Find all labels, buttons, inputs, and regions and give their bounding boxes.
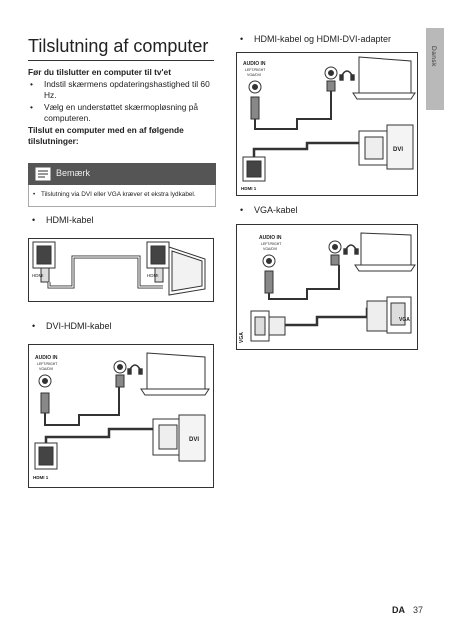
option-vga-label: VGA-kabel bbox=[240, 205, 297, 215]
connect-intro: Tilslut en computer med en af følgende t… bbox=[28, 124, 184, 147]
laptop-icon bbox=[168, 246, 206, 296]
audio-in-label: AUDIO IN bbox=[243, 61, 266, 67]
audio-in-sub1: LEFT/RIGHT bbox=[245, 68, 266, 72]
vga-label-right: VGA bbox=[399, 317, 410, 323]
audio-jack-right bbox=[324, 66, 338, 92]
figure-hdmi-dvi: AUDIO IN LEFT/RIGHT VGA/DVI DVI bbox=[236, 52, 418, 196]
page-title: Tilslutning af computer bbox=[28, 36, 209, 56]
note-label: Bemærk bbox=[56, 168, 91, 178]
vga-label-left: VGA bbox=[239, 332, 245, 343]
audio-in-sub1: LEFT/RIGHT bbox=[37, 362, 58, 366]
audio-jack-left bbox=[248, 80, 332, 130]
headphone-icon bbox=[339, 70, 355, 81]
step-item: Indstil skærmens opdateringshastighed ti… bbox=[28, 79, 216, 102]
vga-diagram: AUDIO IN LEFT/RIGHT VGA/DVI bbox=[239, 232, 416, 343]
audio-in-label: AUDIO IN bbox=[259, 235, 282, 241]
dvi-connector bbox=[152, 414, 206, 462]
footer: DA 37 bbox=[392, 605, 423, 615]
intro-section: Før du tilslutter en computer til tv'et … bbox=[28, 67, 216, 148]
hdmi-plug-right bbox=[146, 241, 170, 283]
hdmi-label-right: HDMI bbox=[147, 273, 159, 278]
figure-vga: AUDIO IN LEFT/RIGHT VGA/DVI bbox=[236, 224, 418, 350]
dvi-label: DVI bbox=[189, 437, 199, 443]
laptop-icon bbox=[140, 352, 210, 396]
hdmi-plug-left bbox=[32, 241, 56, 283]
option-hdmi-dvi-label: HDMI-kabel og HDMI-DVI-adapter bbox=[240, 34, 391, 44]
hdmi1-label: HDMI 1 bbox=[33, 475, 49, 480]
headphone-icon bbox=[127, 364, 143, 375]
vga-connector-left bbox=[250, 310, 286, 342]
note-box: Tilslutning via DVI eller VGA kræver et … bbox=[28, 185, 216, 207]
audio-in-sub2: VGA/DVI bbox=[39, 367, 53, 371]
figure-dvi-hdmi: AUDIO IN LEFT/RIGHT VGA/DVI DVI bbox=[28, 344, 214, 488]
intro-heading: Før du tilslutter en computer til tv'et bbox=[28, 67, 171, 77]
language-tab: Dansk bbox=[426, 28, 444, 110]
audio-in-sub1: LEFT/RIGHT bbox=[261, 242, 282, 246]
audio-jack-right bbox=[328, 240, 342, 266]
hdmi-label-left: HDMI bbox=[32, 273, 44, 278]
option-hdmi-label: HDMI-kabel bbox=[32, 215, 93, 225]
audio-jack-right bbox=[113, 360, 127, 388]
hdmi-plug-bottom bbox=[34, 442, 58, 470]
hdmi-plug-bottom bbox=[242, 156, 266, 182]
dvi-label: DVI bbox=[393, 147, 403, 153]
note-icon bbox=[35, 167, 51, 181]
laptop-icon bbox=[352, 56, 416, 100]
steps-list: Indstil skærmens opdateringshastighed ti… bbox=[28, 79, 216, 125]
step-item: Vælg en understøttet skærmopløsning på c… bbox=[28, 102, 216, 125]
dvi-connector bbox=[358, 124, 414, 170]
page-number: 37 bbox=[413, 605, 424, 615]
footer-lang: DA bbox=[392, 605, 405, 615]
note-header: Bemærk bbox=[28, 163, 216, 185]
language-tab-label: Dansk bbox=[430, 46, 437, 67]
headphone-icon bbox=[343, 244, 359, 255]
audio-jack-left bbox=[38, 374, 120, 426]
figure-hdmi: HDMI HDMI bbox=[28, 238, 214, 302]
dvi-hdmi-diagram: AUDIO IN LEFT/RIGHT VGA/DVI DVI bbox=[33, 352, 210, 480]
option-dvi-hdmi-label: DVI-HDMI-kabel bbox=[32, 321, 111, 331]
hdmi-dvi-diagram: AUDIO IN LEFT/RIGHT VGA/DVI DVI bbox=[241, 56, 416, 191]
note-text: Tilslutning via DVI eller VGA kræver et … bbox=[33, 191, 196, 198]
audio-in-sub2: VGA/DVI bbox=[247, 73, 261, 77]
laptop-icon bbox=[354, 232, 416, 272]
hdmi1-label: HDMI 1 bbox=[241, 186, 257, 191]
audio-jack-left bbox=[262, 254, 340, 300]
hdmi-diagram: HDMI HDMI bbox=[32, 241, 206, 296]
title-rule bbox=[28, 60, 214, 61]
audio-in-label: AUDIO IN bbox=[35, 355, 58, 361]
vga-connector-right bbox=[366, 296, 412, 334]
audio-in-sub2: VGA/DVI bbox=[263, 247, 277, 251]
